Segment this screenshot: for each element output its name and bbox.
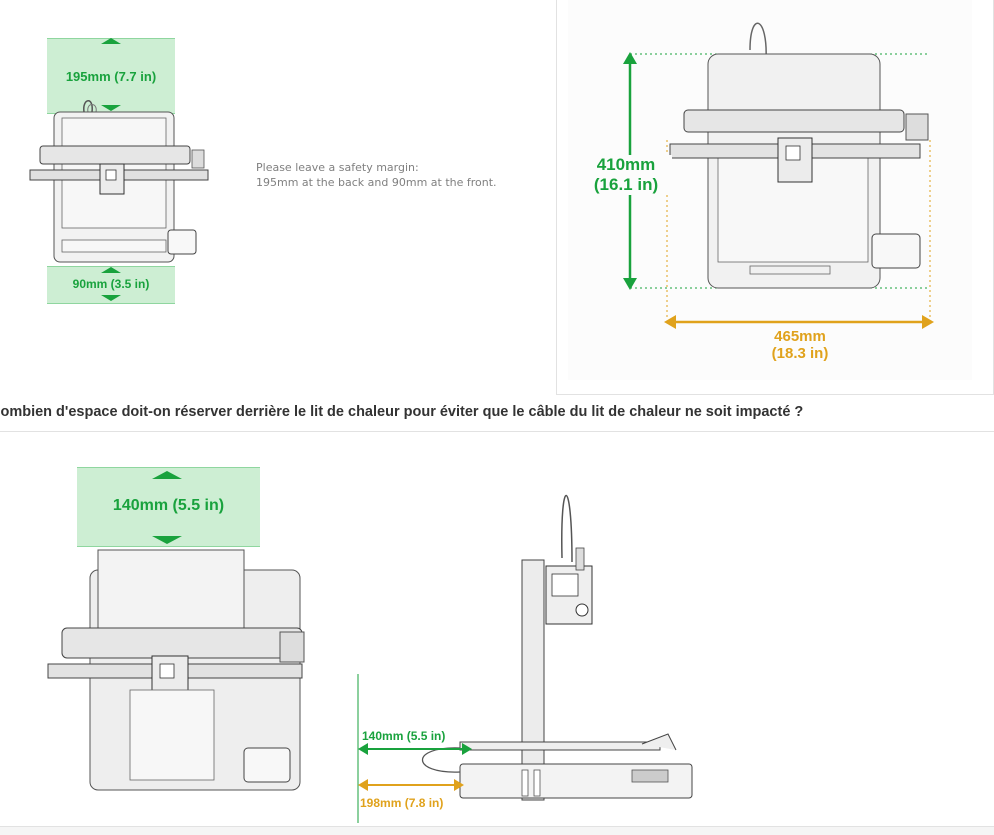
back-margin-arrow-down-icon: [101, 105, 121, 111]
front-margin-label: 90mm (3.5 in): [72, 277, 150, 291]
bottom-divider: [0, 826, 994, 835]
depth-mm: 410mm: [596, 155, 656, 174]
note-line-2: 195mm at the back and 90mm at the front.: [256, 176, 497, 189]
rear-clearance-label: 140mm (5.5 in): [112, 497, 225, 514]
back-margin-label: 195mm (7.7 in): [65, 69, 157, 84]
depth-dimension-label: 410mm (16.1 in): [580, 155, 672, 195]
faq-question-text: Combien d'espace doit-on réserver derriè…: [0, 404, 804, 420]
front-margin-arrow-down-icon: [101, 295, 121, 301]
printer-top-view-large: [623, 22, 934, 329]
width-dimension-label: 465mm (18.3 in): [740, 328, 860, 362]
side-clearance-label-green: 140mm (5.5 in): [362, 729, 446, 743]
width-mm: 465mm: [774, 328, 826, 345]
printer-top-view-small: [29, 100, 209, 263]
printer-side-view: [357, 494, 693, 823]
back-margin-arrow-up-icon: [101, 38, 121, 44]
note-line-1: Please leave a safety margin:: [256, 161, 419, 174]
rear-clearance-arrow-down-icon: [152, 536, 182, 544]
rear-clearance-arrow-up-icon: [152, 471, 182, 479]
width-in: (18.3 in): [771, 345, 829, 362]
front-margin-arrow-up-icon: [101, 267, 121, 273]
rear-clearance-zone: [77, 467, 260, 547]
question-divider: [0, 431, 994, 432]
printer-top-view-bottom: [47, 549, 305, 791]
depth-in: (16.1 in): [593, 175, 659, 194]
side-clearance-label-gold: 198mm (7.8 in): [360, 796, 444, 810]
faq-question: Combien d'espace doit-on réserver derriè…: [0, 404, 994, 420]
safety-margin-note: Please leave a safety margin: 195mm at t…: [256, 160, 536, 190]
